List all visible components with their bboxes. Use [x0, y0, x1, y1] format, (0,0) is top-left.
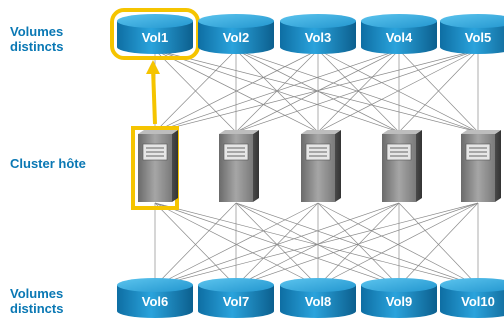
host-row — [131, 126, 501, 210]
connector-line-top — [154, 49, 237, 133]
cylinder-top — [440, 278, 504, 292]
bottom-volume-row: Vol6 Vol7 Vol8 Vol9 Vol10 — [117, 278, 504, 318]
volume-vol5: Vol5 — [440, 14, 504, 54]
volume-vol4: Vol4 — [361, 14, 437, 54]
connector-line-bottom — [154, 202, 319, 287]
connector-line-bottom — [154, 202, 237, 287]
server-side — [253, 130, 259, 202]
up-arrow-shaft — [151, 67, 157, 125]
volume-vol9: Vol9 — [361, 278, 437, 318]
cylinder-disk-icon — [361, 285, 437, 318]
cylinder-top — [117, 278, 193, 292]
top-volumes-label: Volumes distincts — [10, 24, 63, 54]
server-top — [382, 130, 422, 134]
top-volumes-label-line1: Volumes — [10, 24, 64, 39]
cylinder-disk-icon — [280, 21, 356, 54]
volume-label: Vol9 — [386, 294, 413, 309]
volume-vol1: Vol1 — [110, 8, 200, 60]
connector-line-top — [317, 49, 479, 133]
volume-label: Vol2 — [223, 30, 250, 45]
cylinder-disk-icon — [198, 285, 274, 318]
connector-line-bottom — [317, 202, 400, 287]
host-cluster-label-text: Cluster hôte — [10, 156, 86, 171]
cylinder-disk-icon — [198, 21, 274, 54]
connector-line-top — [317, 49, 400, 133]
top-volumes-label-line2: distincts — [10, 39, 64, 54]
connector-line-top — [154, 49, 479, 133]
cylinder-top — [280, 14, 356, 28]
host-server-4 — [382, 130, 422, 202]
cylinder-disk-icon — [361, 21, 437, 54]
server-top — [138, 130, 178, 134]
volume-vol6: Vol6 — [117, 278, 193, 318]
bottom-volumes-label-line1: Volumes — [10, 286, 64, 301]
highlight-arrow — [146, 60, 160, 125]
volume-vol8: Vol8 — [280, 278, 356, 318]
volume-label: Vol4 — [386, 30, 413, 45]
volume-label: Vol1 — [142, 30, 169, 45]
volume-vol2: Vol2 — [198, 14, 274, 54]
host-server-1 — [131, 126, 179, 210]
connector-line-top — [154, 49, 319, 133]
volume-label: Vol6 — [142, 294, 169, 309]
server-side — [416, 130, 422, 202]
cylinder-top — [117, 14, 193, 28]
connector-line-top — [154, 49, 400, 133]
cylinder-top — [198, 14, 274, 28]
cylinder-top — [440, 14, 504, 28]
cylinder-disk-icon — [117, 285, 193, 318]
volume-label: Vol8 — [305, 294, 332, 309]
server-side — [172, 130, 178, 202]
volume-label: Vol3 — [305, 30, 332, 45]
volume-vol3: Vol3 — [280, 14, 356, 54]
cylinder-disk-icon — [280, 285, 356, 318]
cylinder-top — [280, 278, 356, 292]
up-arrow-icon — [146, 60, 160, 74]
connector-line-bottom — [398, 202, 479, 287]
bottom-volumes-label: Volumes distincts — [10, 286, 63, 316]
connector-line-bottom — [235, 202, 479, 287]
connector-lines — [154, 49, 479, 287]
volume-vol7: Vol7 — [198, 278, 274, 318]
connector-line-bottom — [317, 202, 479, 287]
server-side — [335, 130, 341, 202]
cylinder-top — [198, 278, 274, 292]
top-volume-row: Vol1 Vol2 Vol3 Vol4 Vol5 — [110, 8, 504, 60]
volume-label: Vol5 — [465, 30, 492, 45]
volume-label: Vol7 — [223, 294, 250, 309]
host-server-5 — [461, 130, 501, 202]
cylinder-top — [361, 14, 437, 28]
connector-line-bottom — [154, 202, 479, 287]
cylinder-top — [361, 278, 437, 292]
volume-label: Vol10 — [461, 294, 495, 309]
cylinder-disk-icon — [117, 21, 193, 54]
host-cluster-label: Cluster hôte — [10, 156, 86, 171]
connector-line-top — [235, 49, 479, 133]
host-server-2 — [219, 130, 259, 202]
cylinder-disk-icon — [440, 21, 504, 54]
connector-line-bottom — [154, 202, 400, 287]
server-top — [219, 130, 259, 134]
server-side — [495, 130, 501, 202]
volume-vol10: Vol10 — [440, 278, 504, 318]
bottom-volumes-label-line2: distincts — [10, 301, 64, 316]
server-top — [301, 130, 341, 134]
cylinder-disk-icon — [440, 285, 504, 318]
host-server-3 — [301, 130, 341, 202]
connector-line-top — [398, 49, 479, 133]
server-top — [461, 130, 501, 134]
